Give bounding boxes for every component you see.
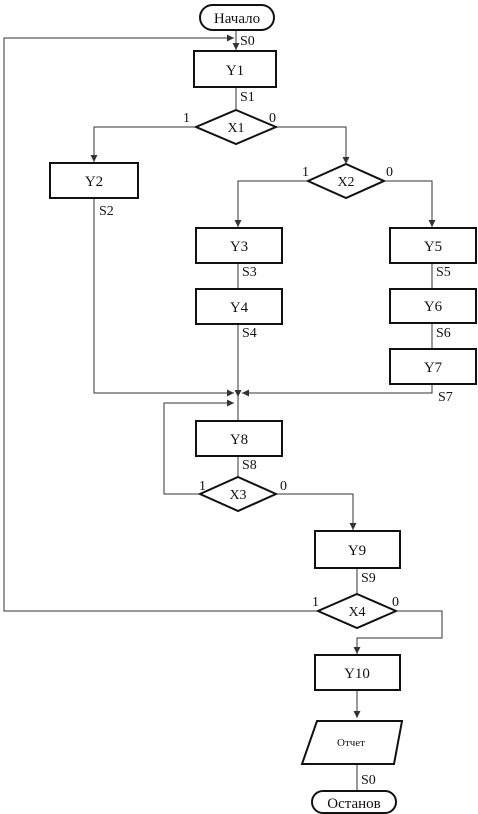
state-label-s9: S9 [361,571,376,586]
decision-x1-label: X1 [227,121,244,136]
decision-x1: X1 [193,108,279,146]
block-y10-label: Y10 [344,666,370,682]
block-y8: Y8 [195,420,283,457]
end-shape [311,790,397,814]
block-y9-label: Y9 [348,543,366,559]
block-y10: Y10 [314,654,401,691]
branch-label-x1-no: 0 [269,111,276,126]
block-y7: Y7 [389,348,477,385]
state-label-s2: S2 [99,204,114,219]
branch-labels: 1 0 1 0 1 0 1 0 [183,111,399,610]
block-y1-shape [193,50,277,88]
block-y1-label: Y1 [226,63,244,79]
branch-label-x2-yes: 1 [302,165,309,180]
decision-x4-shape [315,592,399,630]
block-y4: Y4 [195,288,283,325]
state-label-s6: S6 [436,326,451,341]
end-label: Останов [327,796,381,812]
decision-x3-label: X3 [229,488,246,503]
block-y4-shape [195,288,283,325]
edge-x3-yes-loop [163,399,234,495]
block-y5: Y5 [389,227,477,264]
edge-x4-no-y10 [353,610,443,654]
block-y5-label: Y5 [424,239,442,255]
decision-x2-shape [305,162,387,200]
decision-x4-label: X4 [348,605,365,620]
decision-x1-shape [193,108,279,146]
block-y6-label: Y6 [424,299,443,315]
end-terminal: Останов [311,790,397,814]
decision-x3: X3 [197,475,279,513]
block-y2-label: Y2 [85,174,103,190]
block-y1: Y1 [193,50,277,88]
block-y3-label: Y3 [230,239,248,255]
branch-label-x3-yes: 1 [199,479,206,494]
branch-label-x2-no: 0 [386,165,393,180]
edge-x2-no-y5 [384,180,436,227]
block-y10-shape [314,654,401,691]
state-label-s8: S8 [242,458,257,473]
block-y7-label: Y7 [424,360,443,376]
decision-x2-label: X2 [337,175,354,190]
decision-x2: X2 [305,162,387,200]
block-y6: Y6 [389,288,477,324]
branch-label-x3-no: 0 [280,479,287,494]
block-y7-shape [389,348,477,385]
edge-x2-yes-y3 [234,180,308,227]
state-label-s5: S5 [436,265,451,280]
branch-label-x4-yes: 1 [312,595,319,610]
state-label-s7: S7 [438,390,453,405]
edge-y7-merge [242,384,433,397]
start-terminal: Начало [199,4,275,31]
state-label-s4: S4 [242,326,257,341]
connectors [3,30,443,791]
block-y2: Y2 [49,162,139,199]
block-y3-shape [195,227,283,264]
edge-x1-no-x2 [276,126,350,164]
state-label-s0-bottom: S0 [361,773,376,788]
block-y9: Y9 [314,530,401,569]
block-y3: Y3 [195,227,283,264]
output-report-label: Отчет [337,737,365,749]
output-report: Отчет [300,720,404,765]
block-y4-label: Y4 [230,300,249,316]
decision-x4: X4 [315,592,399,630]
decision-x3-shape [197,475,279,513]
block-y8-label: Y8 [230,432,248,448]
block-y2-shape [49,162,139,199]
state-label-s3: S3 [242,265,257,280]
block-y8-shape [195,420,283,457]
start-shape [199,4,275,31]
branch-label-x1-yes: 1 [183,111,190,126]
edge-x4-yes-loop [3,34,318,612]
state-labels: S0 S1 S2 S3 S4 S5 S6 S7 S8 S9 S0 [99,34,453,788]
output-report-shape [300,720,404,765]
edge-x3-no-y9 [276,493,357,530]
edge-x1-yes-y2 [90,126,196,162]
edge-y2-merge [93,198,234,397]
state-label-s0-top: S0 [240,34,255,49]
block-y6-shape [389,288,477,324]
block-y9-shape [314,530,401,569]
state-label-s1: S1 [240,90,255,105]
branch-label-x4-no: 0 [392,595,399,610]
block-y5-shape [389,227,477,264]
start-label: Начало [214,11,260,27]
